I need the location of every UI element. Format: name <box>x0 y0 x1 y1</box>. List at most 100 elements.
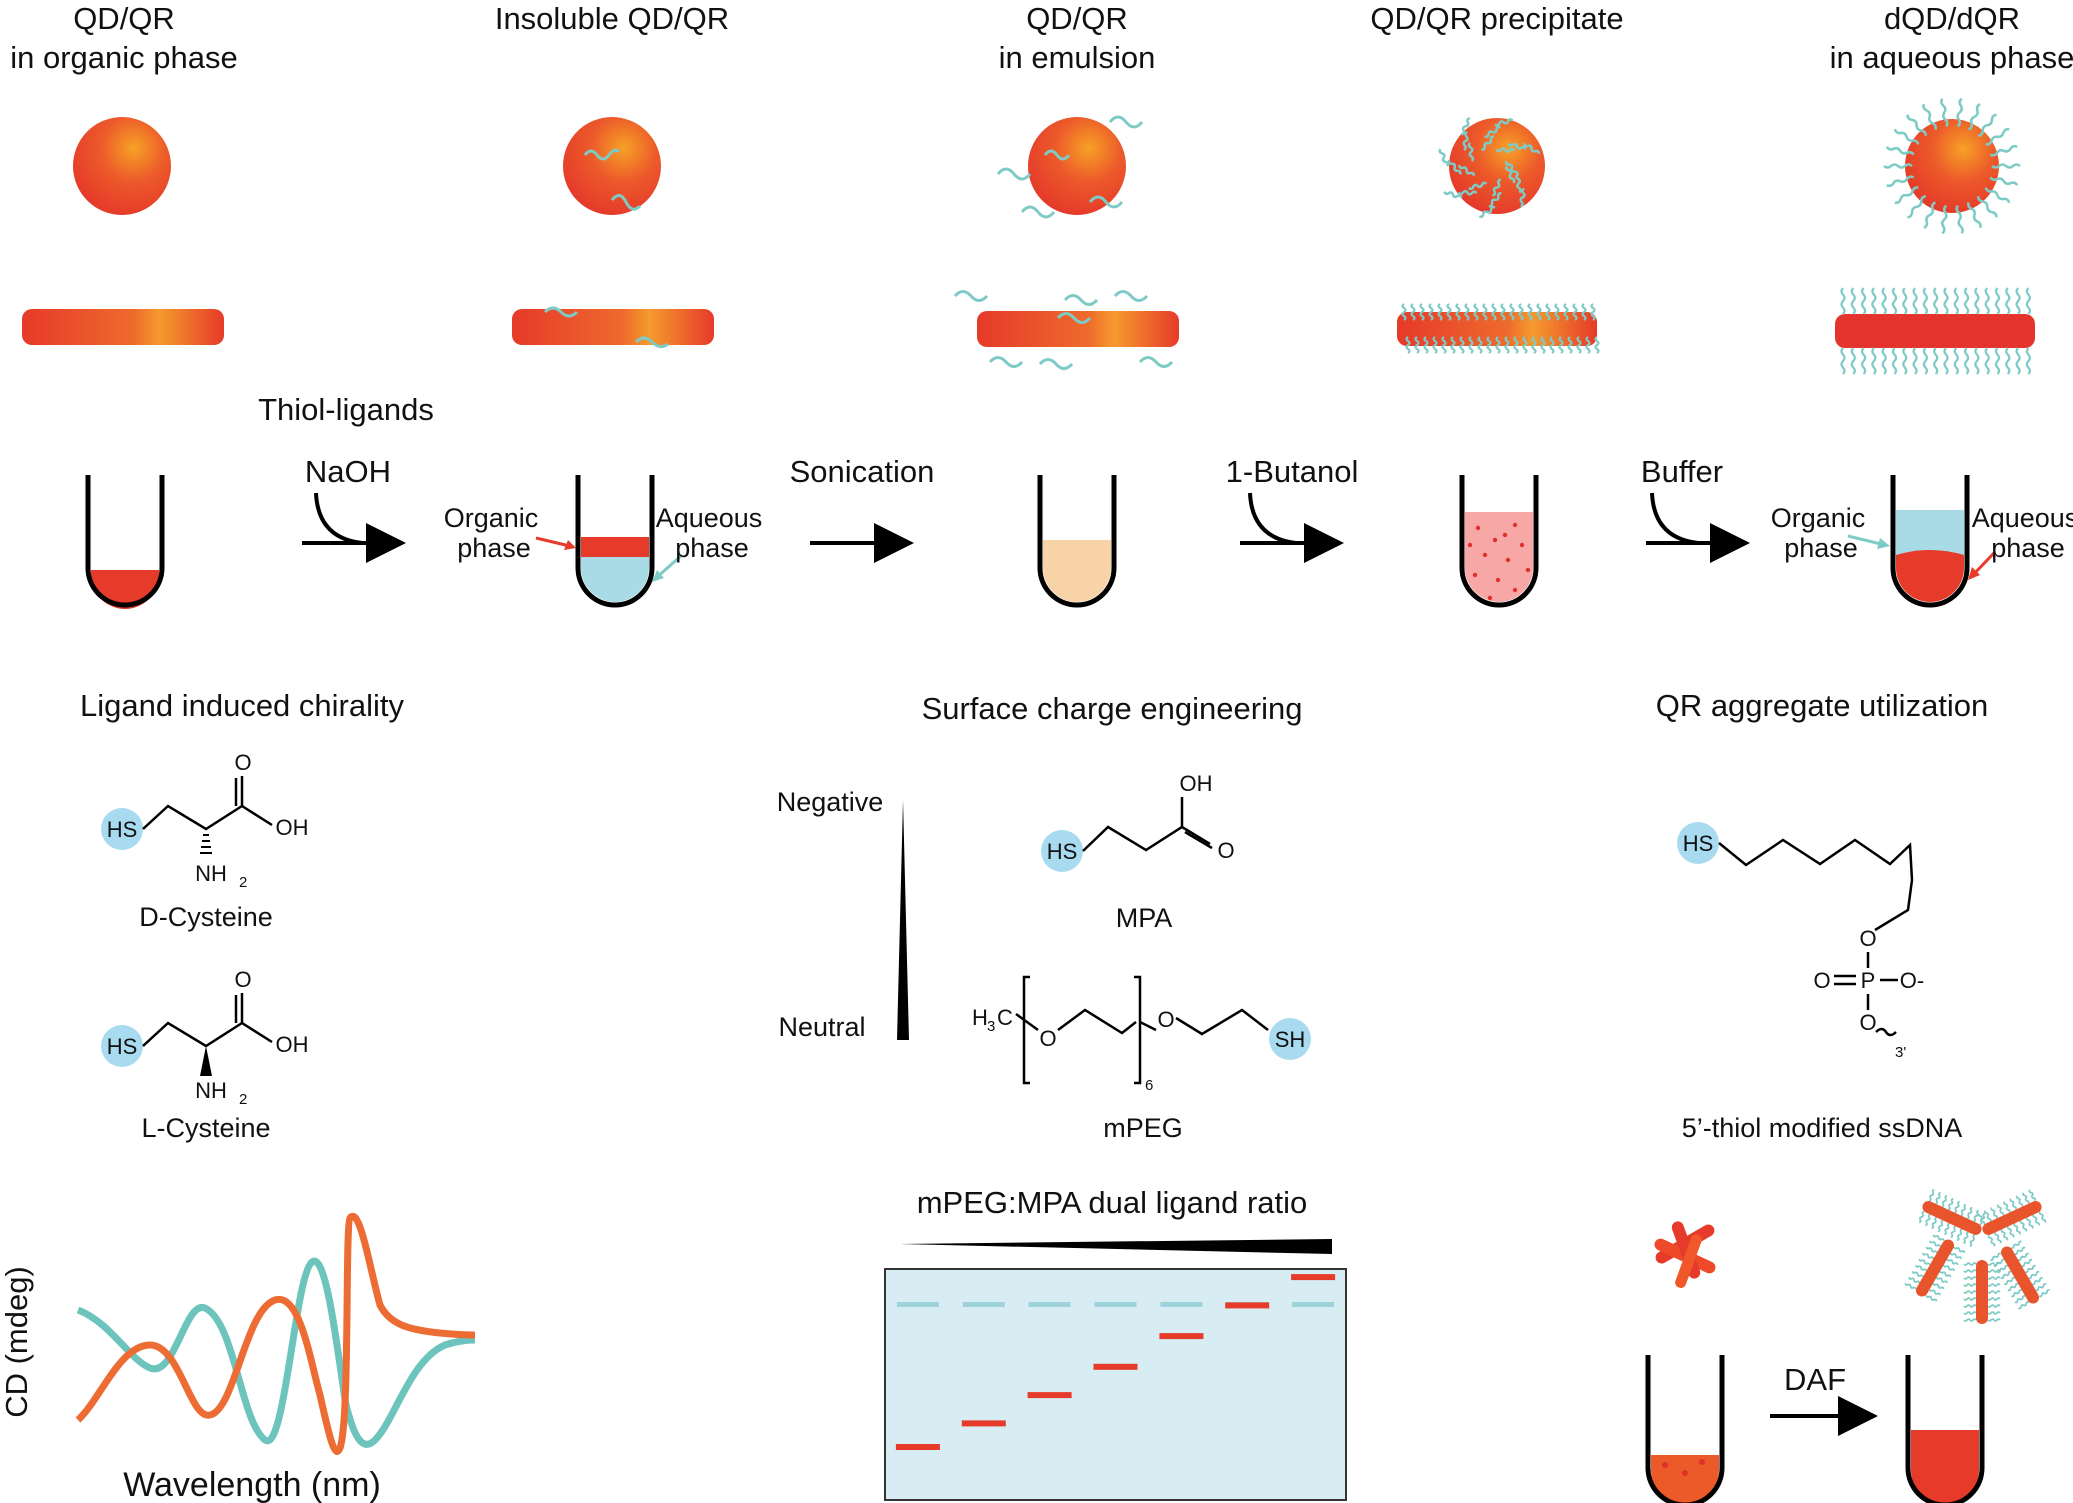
aqueous-phase-label-1a: Aqueous <box>656 503 763 533</box>
tube-1 <box>85 475 165 609</box>
thiol-circle <box>1041 830 1083 872</box>
charge-wedge <box>897 800 909 1040</box>
gel-sample-band <box>1291 1274 1336 1281</box>
gel-bands <box>895 1274 1336 1450</box>
amine-label: NH <box>195 861 227 886</box>
tube-5 <box>1847 475 1996 608</box>
buffer-arrow <box>1646 492 1750 563</box>
mpa-label: MPA <box>1116 903 1173 933</box>
precipitate-dots <box>1467 522 1531 601</box>
l-cysteine-label: L-Cysteine <box>141 1113 270 1143</box>
stage-3-title-line2: in emulsion <box>999 40 1156 75</box>
hs-label: HS <box>107 1034 138 1059</box>
phosphate-o-bottom: O <box>1859 1010 1876 1035</box>
gel-reference-band <box>1028 1302 1071 1307</box>
methyl-c: C <box>997 1005 1013 1030</box>
quantum-rod-organic <box>22 309 224 345</box>
phosphate-o-minus: O- <box>1900 968 1924 993</box>
quantum-dots-row <box>73 97 2021 235</box>
surface-charge-heading: Surface charge engineering <box>922 691 1303 726</box>
methyl-h: H <box>972 1005 988 1030</box>
amine-subscript: 2 <box>239 874 247 891</box>
ether-o-1: O <box>1039 1026 1056 1051</box>
buffer-label: Buffer <box>1641 454 1723 489</box>
mpeg-label: mPEG <box>1103 1113 1183 1143</box>
phosphate-o-top: O <box>1859 926 1876 951</box>
stage-5-title-line1: dQD/dQR <box>1884 1 2020 36</box>
quantum-dot-organic <box>73 117 171 215</box>
section-headings: Ligand induced chirality Surface charge … <box>80 688 1988 726</box>
thiol-ligands-label: Thiol-ligands <box>258 392 434 427</box>
stage-4-title: QD/QR precipitate <box>1370 1 1623 36</box>
quantum-dot-emulsion <box>996 115 1144 219</box>
aqueous-phase-label-2a: Aqueous <box>1972 503 2073 533</box>
tube-5-labels: Organic phase Aqueous phase <box>1771 503 2073 563</box>
ratio-wedge <box>900 1239 1332 1254</box>
qr-aggregate-cluster <box>1654 1221 1716 1288</box>
d-cysteine-structure: HS O OH NH 2 D-Cysteine <box>101 750 309 932</box>
ether-o-2: O <box>1157 1007 1174 1032</box>
quantum-dot-insoluble <box>563 117 661 215</box>
cd-ylabel: CD (mdeg) <box>0 1266 34 1418</box>
tube-7 <box>1905 1355 1985 1503</box>
tube-3 <box>1037 475 1117 608</box>
tube-4 <box>1459 475 1539 608</box>
charge-scale: Negative Neutral <box>777 787 909 1042</box>
l-cysteine-structure: HS O OH NH 2 L-Cysteine <box>101 967 309 1143</box>
hydroxyl-label: OH <box>276 815 309 840</box>
gel-reference-band <box>962 1302 1005 1307</box>
quantum-rod-emulsion <box>953 290 1179 370</box>
butanol-arrow <box>1240 492 1344 563</box>
gel-sample-band <box>1027 1392 1072 1399</box>
gel-sample-band <box>1225 1302 1270 1309</box>
naoh-label: NaOH <box>305 454 391 489</box>
neutral-label: Neutral <box>778 1012 865 1042</box>
thiol-circle <box>1677 822 1719 864</box>
three-prime-label: 3' <box>1895 1044 1906 1061</box>
stage-1-title-line2: in organic phase <box>10 40 238 75</box>
methyl-subscript: 3 <box>987 1018 995 1035</box>
amine-subscript: 2 <box>239 1091 247 1108</box>
hydroxyl-label: OH <box>276 1032 309 1057</box>
quantum-rod-aqueous <box>1835 287 2035 375</box>
cd-curve-teal <box>76 1257 476 1448</box>
stage-1-title-line1: QD/QR <box>73 1 175 36</box>
cd-xlabel: Wavelength (nm) <box>123 1466 381 1503</box>
repeat-subscript: 6 <box>1145 1077 1153 1094</box>
quantum-rods-row <box>22 287 2035 375</box>
phosphate-o-double: O <box>1813 968 1830 993</box>
naoh-arrow <box>302 492 406 563</box>
gel-sample-band <box>961 1420 1006 1427</box>
ssdna-structure: HS O P O O- O 3' 5’-thiol modified ssDNA <box>1677 822 1962 1143</box>
tube-2 <box>535 475 683 608</box>
sh-label: SH <box>1275 1027 1306 1052</box>
gel-panel: mPEG:MPA dual ligand ratio <box>884 1185 1347 1501</box>
carbonyl-o: O <box>234 967 251 992</box>
carbonyl-o: O <box>234 750 251 775</box>
thiol-circle <box>101 808 143 850</box>
gel-title: mPEG:MPA dual ligand ratio <box>917 1185 1308 1220</box>
hs-label: HS <box>1047 839 1078 864</box>
tube-2-labels: Organic phase Aqueous phase <box>444 503 763 563</box>
quantum-rod-insoluble <box>512 306 714 349</box>
gel-reference-band <box>1292 1302 1335 1307</box>
stage-titles: QD/QR in organic phase Insoluble QD/QR Q… <box>10 1 2073 75</box>
chirality-heading: Ligand induced chirality <box>80 688 404 723</box>
mpa-structure: HS OH O MPA <box>1041 771 1235 933</box>
hs-label: HS <box>1683 831 1714 856</box>
gel-sample-band <box>1093 1363 1138 1370</box>
carbonyl-o: O <box>1217 838 1234 863</box>
organic-phase-label-2b: phase <box>1784 533 1858 563</box>
gel-reference-band <box>1160 1302 1203 1307</box>
hydroxyl-label: OH <box>1180 771 1213 796</box>
thiol-circle <box>1269 1018 1311 1060</box>
mpeg-structure: H 3 C O 6 O SH mPEG <box>972 975 1311 1143</box>
gel-reference-band <box>1094 1302 1137 1307</box>
sonication-label: Sonication <box>790 454 935 489</box>
negative-label: Negative <box>777 787 884 817</box>
gel-sample-band <box>895 1444 940 1450</box>
organic-phase-label-2a: Organic <box>1771 503 1866 533</box>
aqueous-phase-label-2b: phase <box>1991 533 2065 563</box>
quantum-rod-precipitate <box>1397 303 1600 354</box>
